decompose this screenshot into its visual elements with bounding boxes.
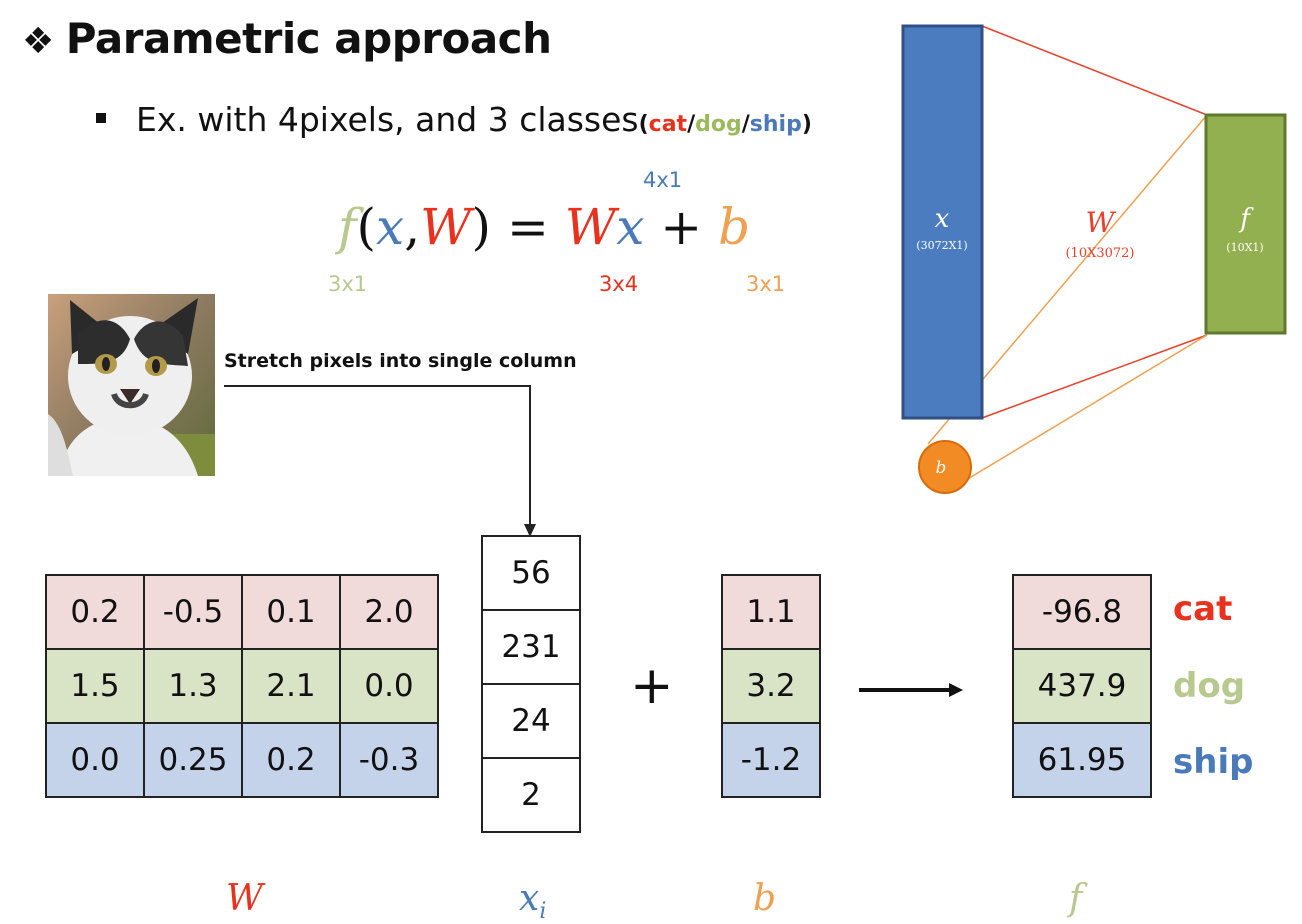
x-letter: x xyxy=(519,878,540,919)
dim-b: 3x1 xyxy=(746,272,786,296)
matrix-row: 1.1 xyxy=(721,574,821,650)
formula-comma: , xyxy=(404,198,421,256)
formula-equals: = xyxy=(506,198,549,256)
class-list: (cat/dog/ship) xyxy=(639,112,812,137)
matrix-cell: 0.25 xyxy=(143,722,243,798)
formula-x: x xyxy=(376,198,405,256)
matrix-cell: 1.1 xyxy=(721,574,821,650)
matrix-row: 56 xyxy=(481,535,581,611)
arrow-right-icon xyxy=(859,683,963,697)
matrix-cell: 2.0 xyxy=(339,574,439,650)
matrix-cell: 2 xyxy=(481,757,581,833)
matrix-cell: 0.0 xyxy=(45,722,145,798)
slash: / xyxy=(741,112,750,137)
dim-x: 4x1 xyxy=(643,168,683,192)
cat-illustration xyxy=(48,294,215,476)
paren-open: ( xyxy=(638,112,649,137)
formula-paren: ( xyxy=(356,198,377,256)
matrix-cell: 0.2 xyxy=(241,722,341,798)
bullet-text: Ex. with 4pixels, and 3 classes xyxy=(136,100,639,139)
formula-W: W xyxy=(420,198,472,256)
matrix-cell: -96.8 xyxy=(1012,574,1152,650)
net-W-dim: (10X3072) xyxy=(1065,246,1134,261)
matrix-cell: -1.2 xyxy=(721,722,821,798)
bottom-label-W: W xyxy=(226,878,264,919)
class-dog: dog xyxy=(695,112,742,137)
stretch-label: Stretch pixels into single column xyxy=(224,350,577,372)
matrix-cell: 0.1 xyxy=(241,574,341,650)
bottom-label-x: xi xyxy=(519,878,546,924)
class-label-ship: ship xyxy=(1173,742,1254,782)
edge-top xyxy=(981,25,1208,116)
net-f-dim: (10X1) xyxy=(1226,241,1263,254)
class-cat: cat xyxy=(648,112,688,137)
net-x-label: x xyxy=(935,204,950,234)
matrix-cell: 61.95 xyxy=(1012,722,1152,798)
network-diagram: x (3072X1) W (10X3072) f (10X1) b xyxy=(901,24,1287,494)
bullet-line: Ex. with 4pixels, and 3 classes(cat/dog/… xyxy=(96,100,812,139)
formula: f(x,W) = Wx + b xyxy=(338,198,750,256)
matrix-cell: 24 xyxy=(481,683,581,759)
matrix-cell: 231 xyxy=(481,609,581,685)
matrix-cell: 3.2 xyxy=(721,648,821,724)
title-text: Parametric approach xyxy=(65,14,552,63)
net-b-label: b xyxy=(936,458,947,478)
square-bullet-icon xyxy=(96,112,106,123)
b-circle xyxy=(918,440,972,494)
slide-title: ❖ Parametric approach xyxy=(22,14,552,63)
matrix-cell: 2.1 xyxy=(241,648,341,724)
plus-sign: + xyxy=(630,656,674,716)
class-ship: ship xyxy=(749,112,802,137)
matrix-cell: 0.2 xyxy=(45,574,145,650)
matrix-row: 2 xyxy=(481,757,581,833)
formula-plus: + xyxy=(660,198,703,256)
matrix-row: 3.2 xyxy=(721,648,821,724)
matrix-row: 231 xyxy=(481,609,581,685)
matrix-cell: 1.5 xyxy=(45,648,145,724)
matrix-cell: 56 xyxy=(481,535,581,611)
formula-W2: W xyxy=(564,198,617,256)
cat-image xyxy=(48,294,215,476)
edge-bottom xyxy=(981,334,1208,419)
formula-x2: x xyxy=(616,198,645,256)
bottom-label-b: b xyxy=(753,878,777,919)
matrix-cell: 0.0 xyxy=(339,648,439,724)
class-label-dog: dog xyxy=(1173,666,1246,706)
class-label-cat: cat xyxy=(1173,589,1233,629)
formula-f: f xyxy=(338,198,357,256)
matrix-row: -1.2 xyxy=(721,722,821,798)
dim-f: 3x1 xyxy=(328,272,368,296)
formula-paren: ) xyxy=(471,198,492,256)
bottom-label-f: f xyxy=(1069,878,1083,919)
formula-b: b xyxy=(718,198,751,256)
paren-close: ) xyxy=(801,112,812,137)
matrix-row: 24 xyxy=(481,683,581,759)
net-W-label: W xyxy=(1086,206,1117,239)
matrix-row: -96.8 xyxy=(1012,574,1152,650)
matrix-cell: -0.5 xyxy=(143,574,243,650)
diamond-bullet-icon: ❖ xyxy=(22,21,54,62)
x-box xyxy=(901,24,984,420)
matrix-cell: -0.3 xyxy=(339,722,439,798)
edge-bias-bottom xyxy=(965,334,1208,481)
dim-W: 3x4 xyxy=(599,272,639,296)
x-subscript: i xyxy=(539,899,547,924)
matrix-cell: 437.9 xyxy=(1012,648,1152,724)
matrix-row: 437.9 xyxy=(1012,648,1152,724)
slash: / xyxy=(687,112,696,137)
matrix-cell: 1.3 xyxy=(143,648,243,724)
matrix-row: 61.95 xyxy=(1012,722,1152,798)
net-x-dim: (3072X1) xyxy=(916,239,967,252)
f-box xyxy=(1204,113,1287,335)
